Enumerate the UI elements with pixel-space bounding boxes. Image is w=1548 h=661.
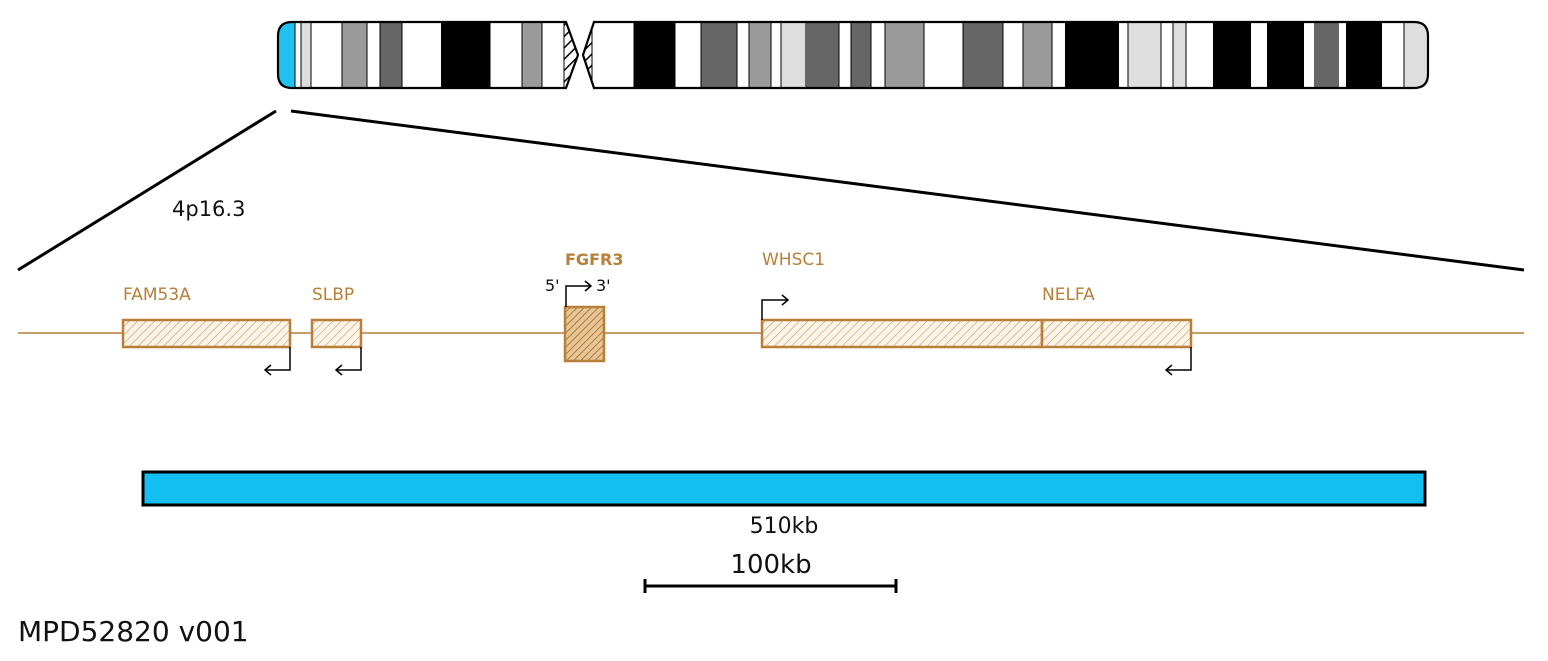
gene-slbp: SLBP	[310, 285, 363, 376]
forward-strand-arrow-icon	[761, 299, 788, 320]
gene-box	[760, 318, 1044, 349]
document-code: MPD52820 v001	[18, 615, 249, 648]
scale-bar	[643, 579, 898, 593]
gene-label-fgfr3: FGFR3	[565, 250, 623, 269]
probe-bar	[141, 470, 1427, 507]
chromosome-p-arm	[278, 22, 578, 88]
probe-size-label: 510kb	[750, 514, 819, 539]
gene-whsc1: WHSC1	[760, 250, 1044, 349]
chromosome-ideogram	[276, 20, 1430, 90]
chromosome-q-arm	[583, 22, 1428, 88]
gene-label-slbp: SLBP	[312, 285, 354, 305]
gene-fam53a: FAM53A	[121, 285, 292, 376]
fgfr3-3-prime-label: 3'	[596, 276, 611, 295]
gene-box-highlighted	[563, 305, 606, 363]
highlighted-band	[278, 22, 295, 88]
gene-label-fam53a: FAM53A	[123, 285, 191, 305]
band-label: 4p16.3	[172, 197, 245, 221]
scale-bar-label: 100kb	[730, 550, 811, 580]
reverse-strand-arrow-icon	[336, 347, 362, 371]
fgfr3-5-prime-label: 5'	[545, 276, 560, 295]
gene-fgfr3: FGFR3 5' 3'	[545, 250, 623, 363]
gene-box	[1040, 318, 1193, 349]
forward-strand-arrow-icon	[565, 285, 591, 307]
gene-box	[310, 318, 363, 349]
gene-label-whsc1: WHSC1	[762, 250, 825, 270]
gene-label-nelfa: NELFA	[1042, 285, 1095, 305]
zoom-line-left	[17, 109, 277, 272]
reverse-strand-arrow-icon	[1166, 347, 1192, 371]
gene-nelfa: NELFA	[1040, 285, 1193, 376]
reverse-strand-arrow-icon	[265, 347, 291, 371]
zoom-line-right	[290, 109, 1525, 272]
gene-box	[121, 318, 292, 349]
